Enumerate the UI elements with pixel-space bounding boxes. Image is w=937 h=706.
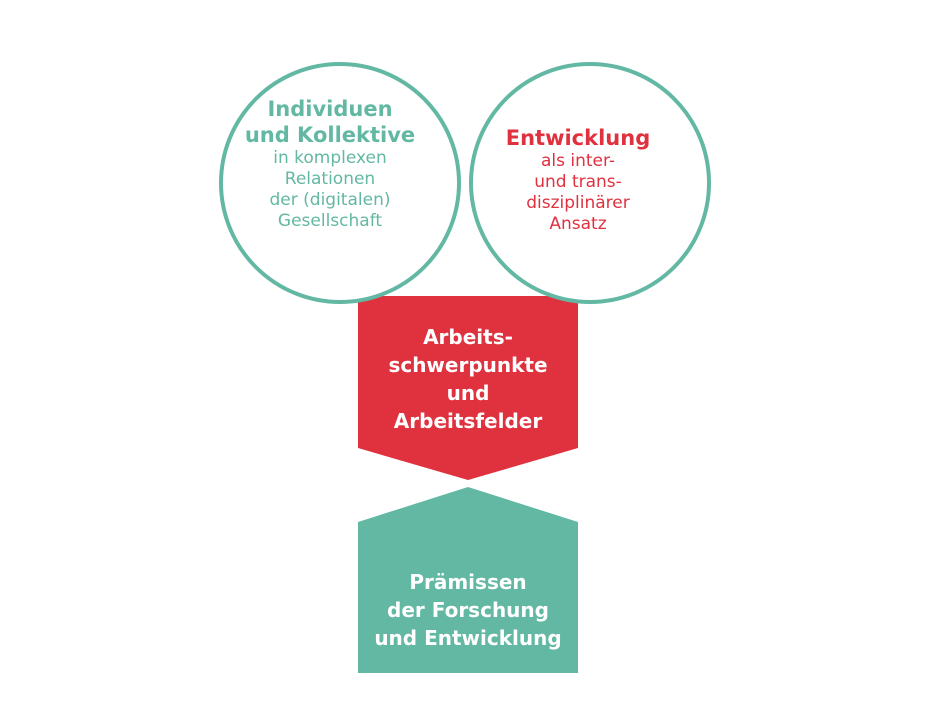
left-line1: in komplexen [273, 148, 387, 168]
bottom-line3: und Entwicklung [374, 626, 562, 650]
center-line4: Arbeitsfelder [393, 409, 543, 433]
bottom-box-text: Prämissen der Forschung und Entwicklung [358, 568, 578, 652]
bottom-line2: der Forschung [387, 598, 549, 622]
bottom-line1: Prämissen [409, 570, 527, 594]
left-title-line2: und Kollektive [244, 123, 416, 147]
center-line1: Arbeits- [423, 325, 513, 349]
right-circle [469, 62, 711, 304]
center-arrow-box [358, 296, 578, 480]
left-circle [219, 62, 461, 304]
right-line1: als inter- [540, 151, 616, 171]
right-line2: und trans- [534, 172, 622, 192]
center-line3: und [446, 381, 490, 405]
right-title: Entwicklung [505, 126, 651, 150]
right-line3: disziplinärer [526, 193, 630, 213]
left-line4: Gesellschaft [277, 211, 383, 231]
left-line2: Relationen [284, 169, 376, 189]
left-line3: der (digitalen) [269, 190, 391, 210]
center-line2: schwerpunkte [388, 353, 548, 377]
right-line4: Ansatz [549, 214, 607, 234]
left-circle-text: Individuen und Kollektive in komplexen R… [215, 96, 445, 232]
bottom-house-box [358, 487, 578, 673]
center-box-text: Arbeits- schwerpunkte und Arbeitsfelder [358, 323, 578, 435]
right-circle-text: Entwicklung als inter- und trans- diszip… [478, 125, 678, 235]
left-title-line1: Individuen [267, 97, 393, 121]
